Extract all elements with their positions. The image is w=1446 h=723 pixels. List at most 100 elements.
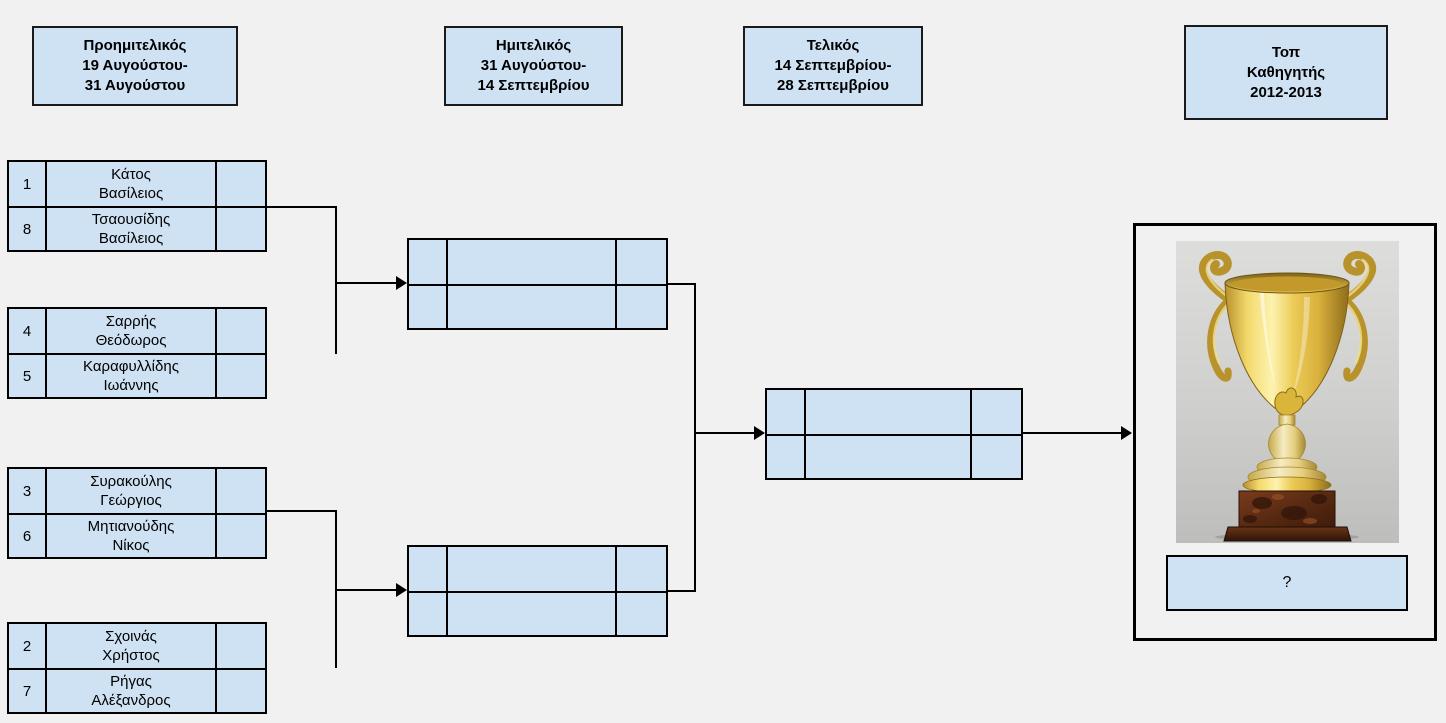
bracket-line xyxy=(335,206,337,354)
seed-cell xyxy=(409,240,448,284)
score-cell xyxy=(617,286,666,328)
arrow-right-icon xyxy=(1121,426,1132,440)
player-name-cell: Σχοινάς Χρήστος xyxy=(47,624,217,668)
winner-placeholder: ? xyxy=(1282,574,1292,591)
score-cell xyxy=(617,240,666,284)
seed-cell xyxy=(767,436,806,478)
player-name-cell: Σαρρής Θεόδωρος xyxy=(47,309,217,353)
seed-cell: 3 xyxy=(9,469,47,513)
qf-match-4: 2 Σχοινάς Χρήστος 7 Ρήγας Αλέξανδρος xyxy=(7,622,267,714)
player-name-line: Τσαουσίδης xyxy=(91,211,171,228)
player-name-cell xyxy=(806,436,972,478)
round-header-line: 28 Σεπτεμβρίου xyxy=(777,77,889,94)
qf-match-1: 1 Κάτος Βασίλειος 8 Τσαουσίδης Βασίλειος xyxy=(7,160,267,252)
bracket-line xyxy=(336,282,396,284)
round-header-line: 19 Αυγούστου- xyxy=(82,57,188,74)
round-header-line: Ημιτελικός xyxy=(495,37,572,54)
seed-cell xyxy=(409,593,448,635)
player-name-line: Ρήγας xyxy=(110,673,152,690)
bracket-line xyxy=(694,283,696,592)
arrow-right-icon xyxy=(396,276,407,290)
player-name-line: Κάτος xyxy=(111,166,151,183)
round-header-line: Καθηγητής xyxy=(1246,63,1326,81)
arrow-right-icon xyxy=(396,583,407,597)
trophy-image xyxy=(1176,241,1399,543)
seed-cell: 8 xyxy=(9,208,47,250)
player-name-line: Νίκος xyxy=(112,537,150,554)
player-name-line: Καραφυλλίδης xyxy=(83,358,179,375)
seed-cell xyxy=(767,390,806,434)
player-name-line: Χρήστος xyxy=(102,647,160,664)
player-row: 1 Κάτος Βασίλειος xyxy=(9,162,265,206)
player-row xyxy=(409,284,666,328)
seed-cell xyxy=(409,286,448,328)
score-cell xyxy=(217,624,265,668)
seed-cell: 6 xyxy=(9,515,47,557)
player-row: 7 Ρήγας Αλέξανδρος xyxy=(9,668,265,712)
score-cell xyxy=(617,593,666,635)
player-row: 5 Καραφυλλίδης Ιωάννης xyxy=(9,353,265,397)
player-row: 8 Τσαουσίδης Βασίλειος xyxy=(9,206,265,250)
player-name-line: Αλέξανδρος xyxy=(91,692,171,709)
round-header-final: Τελικός 14 Σεπτεμβρίου- 28 Σεπτεμβρίου xyxy=(743,26,923,106)
player-name-cell: Ρήγας Αλέξανδρος xyxy=(47,670,217,712)
player-name-line: Συρακούλης xyxy=(90,473,172,490)
round-header-line: Τελικός xyxy=(806,37,860,54)
round-header-line: 14 Σεπτεμβρίου- xyxy=(774,57,892,74)
player-row: 6 Μητιανούδης Νίκος xyxy=(9,513,265,557)
bracket-line xyxy=(695,432,754,434)
bracket-line xyxy=(267,206,337,208)
player-name-cell: Κάτος Βασίλειος xyxy=(47,162,217,206)
bracket-line xyxy=(267,510,337,512)
player-name-line: Ιωάννης xyxy=(103,377,159,394)
player-row xyxy=(409,240,666,284)
player-name-cell: Συρακούλης Γεώργιος xyxy=(47,469,217,513)
score-cell xyxy=(217,208,265,250)
player-name-line: Σχοινάς xyxy=(105,628,157,645)
round-header-quarterfinal: Προημιτελικός 19 Αυγούστου- 31 Αυγούστου xyxy=(32,26,238,106)
seed-cell: 5 xyxy=(9,355,47,397)
seed-cell: 4 xyxy=(9,309,47,353)
score-cell xyxy=(972,390,1021,434)
score-cell xyxy=(217,515,265,557)
arrow-right-icon xyxy=(754,426,765,440)
seed-cell: 1 xyxy=(9,162,47,206)
round-header-line: 31 Αυγούστου xyxy=(84,77,186,94)
seed-cell: 7 xyxy=(9,670,47,712)
player-row: 3 Συρακούλης Γεώργιος xyxy=(9,469,265,513)
gold-cup-trophy-icon xyxy=(1176,241,1399,543)
winner-box: ? xyxy=(1133,223,1437,641)
player-name-line: Βασίλειος xyxy=(98,185,164,202)
bracket-line xyxy=(668,283,696,285)
player-name-line: Σαρρής xyxy=(105,313,157,330)
sf-match-2 xyxy=(407,545,668,637)
seed-cell xyxy=(409,547,448,591)
player-name-line: Γεώργιος xyxy=(100,492,162,509)
round-header-line: 31 Αυγούστου- xyxy=(480,57,587,74)
player-name-line: Θεόδωρος xyxy=(95,332,167,349)
round-header-winner: Τοπ Καθηγητής 2012-2013 xyxy=(1184,25,1388,120)
player-name-cell xyxy=(806,390,972,434)
score-cell xyxy=(972,436,1021,478)
player-name-cell xyxy=(448,547,617,591)
bracket-line xyxy=(1023,432,1121,434)
player-row: 2 Σχοινάς Χρήστος xyxy=(9,624,265,668)
score-cell xyxy=(217,670,265,712)
player-row xyxy=(767,390,1021,434)
score-cell xyxy=(217,309,265,353)
round-header-line: Τοπ xyxy=(1271,43,1301,61)
score-cell xyxy=(217,355,265,397)
player-name-cell: Καραφυλλίδης Ιωάννης xyxy=(47,355,217,397)
player-row xyxy=(409,547,666,591)
player-name-cell: Τσαουσίδης Βασίλειος xyxy=(47,208,217,250)
sf-match-1 xyxy=(407,238,668,330)
player-name-cell xyxy=(448,240,617,284)
player-name-line: Μητιανούδης xyxy=(87,518,175,535)
player-name-cell xyxy=(448,593,617,635)
final-match xyxy=(765,388,1023,480)
bracket-line xyxy=(336,589,396,591)
qf-match-2: 4 Σαρρής Θεόδωρος 5 Καραφυλλίδης Ιωάννης xyxy=(7,307,267,399)
qf-match-3: 3 Συρακούλης Γεώργιος 6 Μητιανούδης Νίκο… xyxy=(7,467,267,559)
bracket-line xyxy=(668,590,696,592)
